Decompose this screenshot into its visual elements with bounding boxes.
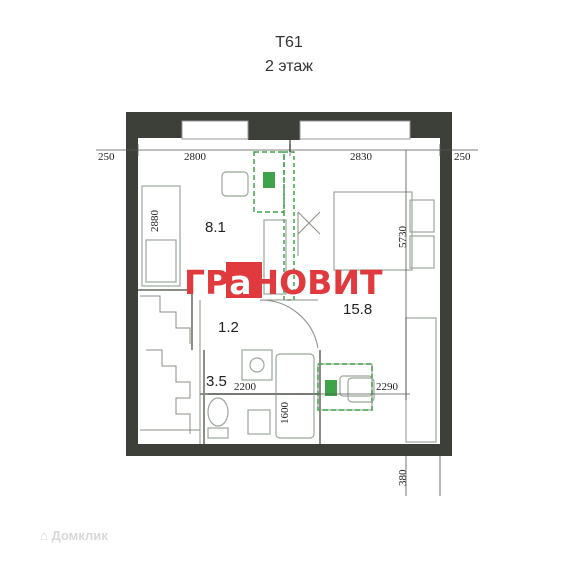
dim-bottom-offset: 380 (397, 469, 409, 486)
domclick-icon: ⌂ (40, 528, 48, 543)
monitor-icons (263, 172, 337, 396)
logo-badge (226, 262, 262, 298)
room-area-hall: 8.1 (205, 219, 226, 236)
chairs (221, 171, 375, 403)
sofa (141, 185, 181, 287)
dim-bath-height: 1600 (279, 402, 291, 425)
toilet (207, 397, 229, 427)
room-area-bathroom: 3.5 (206, 373, 227, 390)
svg-text:ГРаНОВИТ: ГРаНОВИТ (184, 263, 383, 302)
dim-right-margin: 250 (454, 151, 471, 163)
outer-walls (126, 112, 452, 456)
domclick-watermark: ⌂ Домклик (40, 528, 108, 543)
dim-right-room-height: 5730 (397, 226, 409, 249)
sink (241, 349, 273, 381)
room-area-landing: 1.2 (218, 319, 239, 336)
granovit-logo: ГРаНОВИТ (184, 262, 383, 302)
floor-label: 2 этаж (265, 58, 313, 75)
dim-bath-width: 2200 (234, 381, 257, 393)
dim-left-room-height: 2880 (149, 210, 161, 233)
doors (259, 211, 321, 349)
dim-left-margin: 250 (98, 151, 115, 163)
dimension-lines (96, 144, 478, 496)
room-area-bedroom: 15.8 (343, 301, 372, 318)
staircase (140, 295, 201, 444)
bathtub (275, 353, 315, 439)
green-desks (253, 151, 373, 411)
dim-top-right-width: 2830 (350, 151, 373, 163)
windows (181, 120, 411, 140)
bed (333, 191, 413, 271)
dim-top-left-width: 2800 (184, 151, 207, 163)
shelf (405, 317, 437, 443)
plan-code: Т61 (275, 34, 303, 51)
dim-desk-width: 2290 (376, 381, 399, 393)
wardrobe (263, 219, 287, 295)
